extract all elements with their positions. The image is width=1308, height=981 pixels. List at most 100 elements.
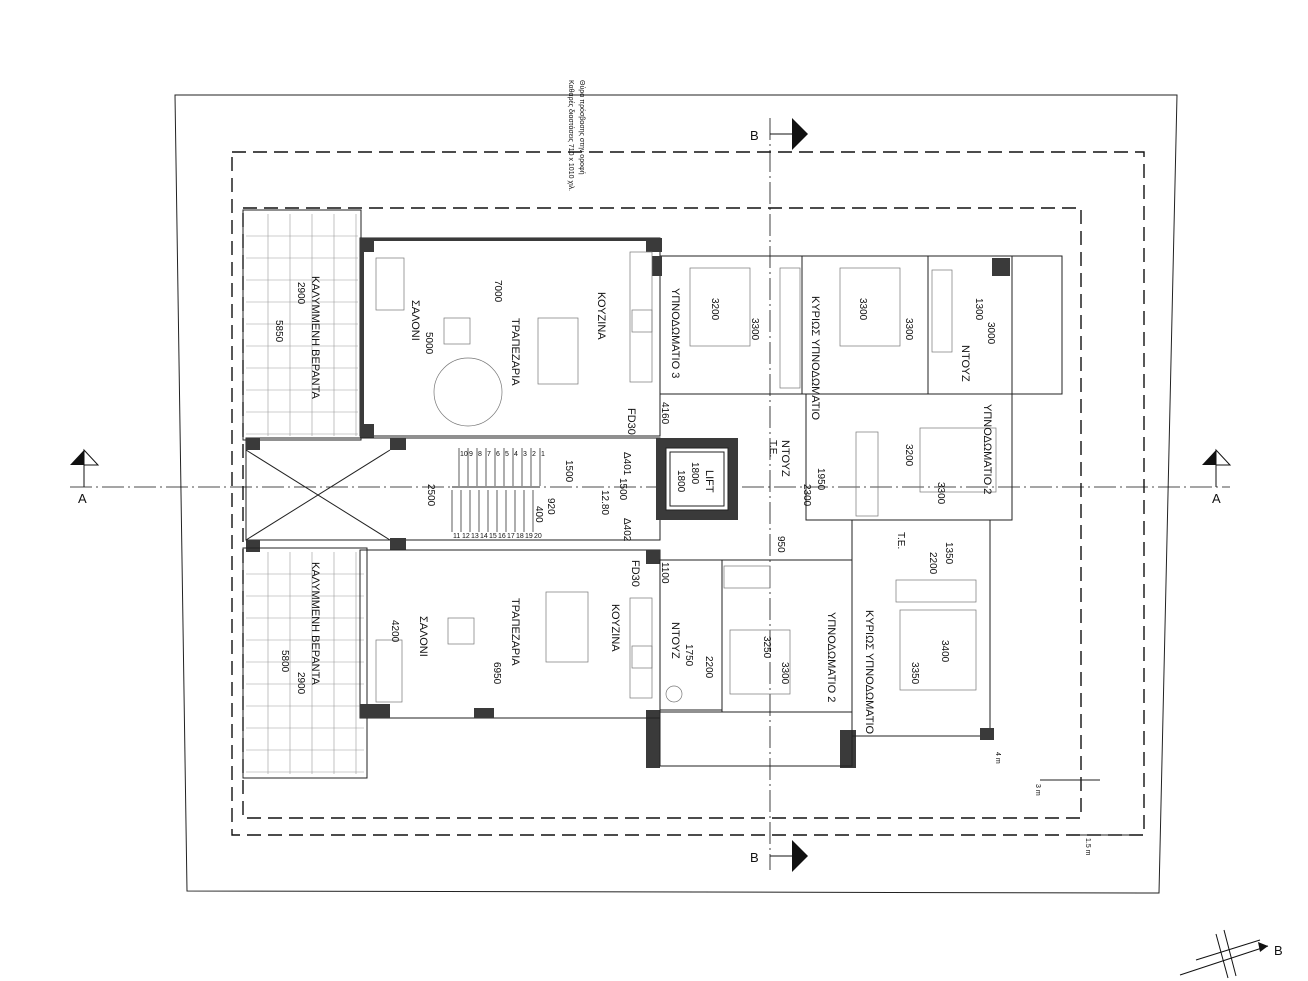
round-rug [433, 357, 503, 427]
lift-height: 1800 [675, 470, 686, 493]
saloni-lower-label: ΣΑΛΟΝΙ [417, 616, 429, 657]
shower-upper-label: ΝΤΟΥΖ [959, 345, 971, 382]
section-label-a-left: A [78, 491, 87, 506]
wall-seg [246, 540, 260, 552]
core-dim-2: 920 [545, 498, 556, 515]
setback-inner [242, 207, 1082, 819]
wc-upper-label: ΝΤΟΥΖ [779, 440, 791, 477]
north-arrow-label: B [1274, 943, 1283, 958]
section-label-b-bottom: B [750, 850, 759, 865]
landing-dim: 1500 [617, 478, 628, 501]
stair-step-number: 4 [514, 451, 518, 458]
wardrobe [855, 431, 879, 517]
section-marker-a-left: A [70, 448, 100, 506]
coffee-table [447, 617, 475, 645]
kitchen-hob [631, 645, 653, 669]
bedroom-2-lower-label: ΥΠΝΟΔΩΜΑΤΙΟ 2 [825, 612, 837, 702]
section-label-a-right: A [1212, 491, 1221, 506]
door-d402: Δ402 [621, 518, 632, 542]
wardrobe [895, 579, 977, 603]
hall-lower-dim: 1100 [659, 562, 670, 584]
veranda-upper-width: 2900 [295, 282, 306, 305]
bed [919, 427, 997, 493]
bedroom-2-lower-height: 3300 [779, 662, 790, 685]
section-marker-b-top: B [750, 118, 808, 150]
north-arrow: B [1179, 929, 1283, 979]
plot-boundary [174, 94, 1178, 894]
stair-width: 2500 [425, 484, 436, 507]
stair-step-number: 11 [453, 533, 460, 540]
master-lower-width: 3350 [909, 662, 920, 685]
wall-seg [360, 704, 390, 718]
stair-step-number: 9 [469, 451, 473, 458]
shower-upper-width: 1300 [973, 298, 984, 321]
wall-seg [646, 710, 660, 768]
saloni-upper-dim: 5000 [423, 332, 434, 355]
wall-seg [390, 438, 406, 450]
offset-3m: 3 m [1034, 784, 1041, 796]
veranda-upper [242, 209, 362, 441]
offset-4m: 4 m [994, 752, 1001, 764]
veranda-lower-height: 5800 [279, 650, 290, 673]
section-marker-a-right: A [1202, 448, 1232, 506]
offset-1-5m: 1.5 m [1084, 838, 1091, 856]
stair-step-number: 3 [523, 451, 527, 458]
floor-level: 12.80 [599, 490, 610, 515]
dining-upper-dim: 7000 [492, 280, 503, 303]
bed [899, 609, 977, 691]
stair-step-number: 10 [460, 451, 468, 458]
shower-lower-label: ΝΤΟΥΖ [669, 622, 681, 659]
master-upper-width: 3300 [857, 298, 868, 321]
veranda-lower [242, 547, 368, 779]
veranda-upper-height: 5850 [273, 320, 284, 343]
toilet [665, 685, 683, 703]
wardrobe [723, 565, 771, 589]
setback-outer [231, 151, 1145, 836]
wall-seg [360, 252, 364, 424]
wall-seg [246, 438, 260, 450]
fire-door-lower: FD30 [629, 560, 641, 587]
kitchen-counter [629, 251, 653, 383]
dining-lower-dim: 6950 [491, 662, 502, 685]
wardrobe [931, 269, 953, 353]
te-lower-width: 2200 [927, 552, 938, 575]
wc-upper-height: 2300 [801, 484, 812, 507]
saloni-lower-dim: 4200 [389, 620, 400, 643]
stair-step-number: 15 [489, 533, 497, 540]
veranda-upper-tiles [246, 214, 358, 436]
stair-step-number: 14 [480, 533, 488, 540]
kitchen-counter [629, 597, 653, 699]
stair-step-number: 6 [496, 451, 500, 458]
bedroom-2-upper-width: 3200 [903, 444, 914, 467]
wall-seg [360, 424, 374, 438]
stair-step-number: 16 [498, 533, 506, 540]
shower-lower-width: 1750 [683, 644, 694, 667]
master-upper-height: 3300 [903, 318, 914, 341]
veranda-upper-label: ΚΑΛΥΜΜΕΝΗ ΒΕΡΑΝΤΑ [309, 276, 321, 400]
bedroom-3-upper-label: ΥΠΝΟΔΩΜΑΤΙΟ 3 [669, 288, 681, 378]
stair-step-number: 20 [534, 533, 542, 540]
stair-step-number: 13 [471, 533, 479, 540]
bedroom-2-upper-height: 3300 [935, 482, 946, 505]
coffee-table [443, 317, 471, 345]
dining-upper-label: ΤΡΑΠΕΖΑΡΙΑ [509, 318, 521, 386]
lift-inner [669, 451, 725, 507]
wc-upper-width: 1950 [815, 468, 826, 491]
stair-step-number: 5 [505, 451, 509, 458]
core-dim-3: 400 [533, 506, 544, 523]
wc-upper-te: Τ.Ε. [767, 440, 778, 457]
roof-access-note-line1: Θύρα πρόσβασης στην οροφή [578, 80, 586, 175]
balcony-lower [659, 711, 853, 767]
wall-seg [992, 258, 1010, 276]
wall-seg [980, 728, 994, 740]
lift-label: LIFT [703, 470, 715, 493]
wall-seg [474, 708, 494, 718]
balcony-right [1011, 255, 1063, 395]
stair-step-number: 7 [487, 451, 491, 458]
sofa [375, 639, 403, 703]
stair-step-number: 19 [525, 533, 533, 540]
wardrobe [779, 267, 801, 389]
master-upper-label: ΚΥΡΙΩΣ ΥΠΝΟΔΩΜΑΤΙΟ [809, 296, 821, 421]
master-bedroom-lower [851, 519, 991, 737]
